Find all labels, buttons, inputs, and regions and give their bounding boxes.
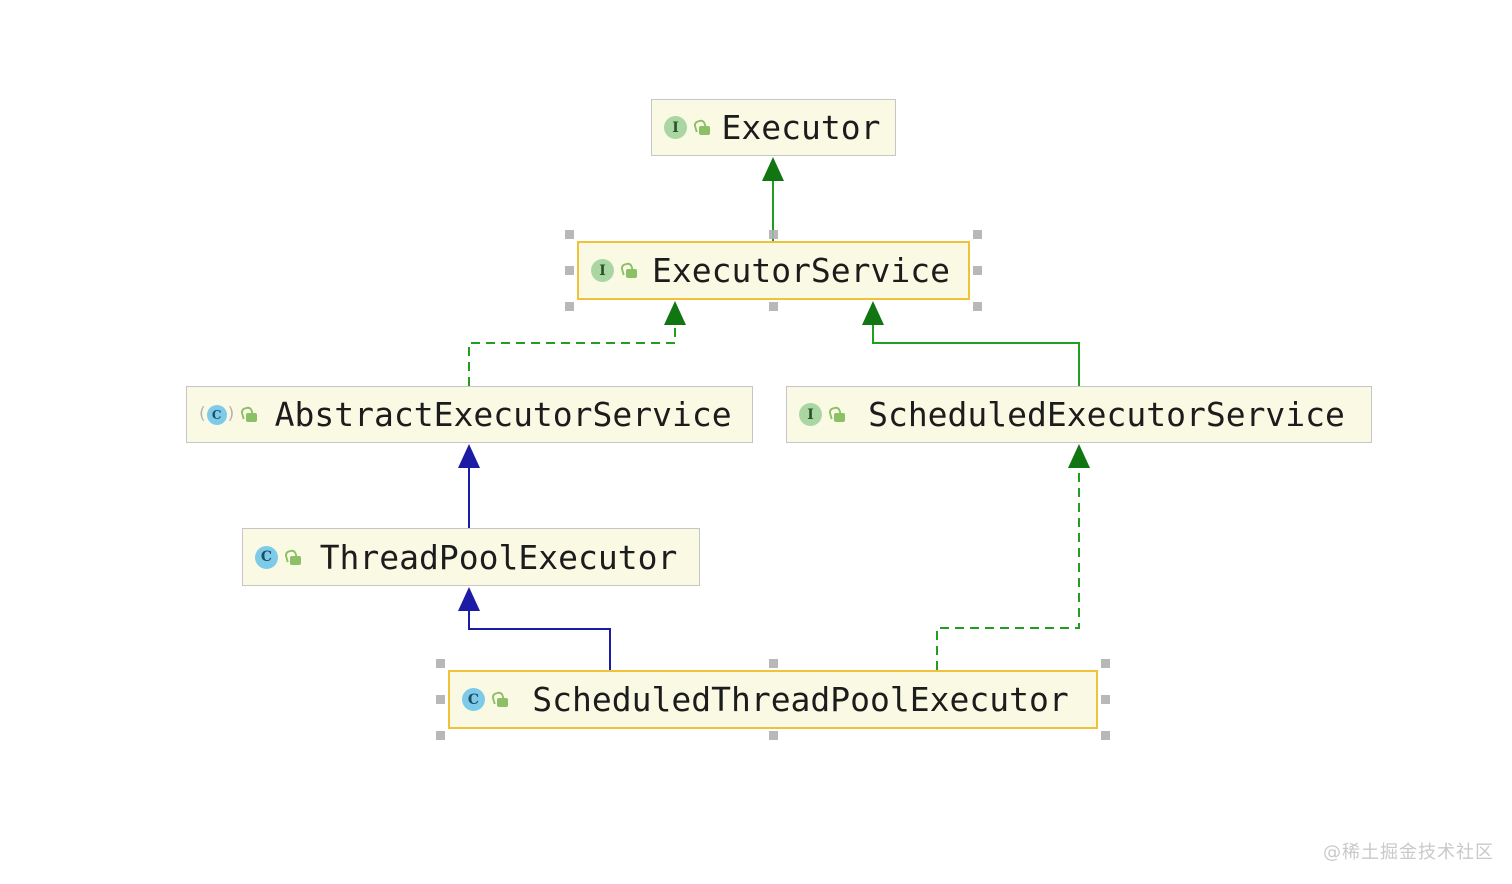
interface-icon: I xyxy=(799,403,822,426)
selection-handle[interactable] xyxy=(436,731,445,740)
selection-handle[interactable] xyxy=(768,659,778,668)
selection-handle[interactable] xyxy=(565,302,574,311)
selection-handle[interactable] xyxy=(1101,695,1110,704)
public-lock-icon xyxy=(492,692,508,707)
edge-executorservice-extends-executor[interactable] xyxy=(762,157,784,241)
selection-handle[interactable] xyxy=(973,302,982,311)
node-scheduled-thread-pool-executor[interactable]: C ScheduledThreadPoolExecutor xyxy=(436,659,1110,740)
selection-handle[interactable] xyxy=(436,659,445,668)
selection-handle[interactable] xyxy=(769,230,778,239)
interface-icon: I xyxy=(664,116,687,139)
selection-handle[interactable] xyxy=(973,266,982,275)
selection-handle[interactable] xyxy=(1101,731,1110,740)
selection-handle[interactable] xyxy=(769,302,778,311)
selection-handle[interactable] xyxy=(436,695,445,704)
class-icon: C xyxy=(462,688,485,711)
node-label: ScheduledThreadPoolExecutor xyxy=(532,683,1069,716)
public-lock-icon xyxy=(621,263,637,278)
node-label: Executor xyxy=(721,111,881,144)
selection-handle[interactable] xyxy=(565,230,574,239)
selection-handle[interactable] xyxy=(973,230,982,239)
node-scheduled-executor-service[interactable]: I ScheduledExecutorService xyxy=(786,386,1372,443)
node-executor-service[interactable]: I ExecutorService xyxy=(565,230,982,311)
public-lock-icon xyxy=(694,120,710,135)
node-label: ExecutorService xyxy=(651,254,950,287)
edge-scheduledthreadpoolexecutor-implements-scheduledexecutorservice[interactable] xyxy=(935,444,1090,670)
node-executor[interactable]: I Executor xyxy=(651,99,896,156)
node-label: ThreadPoolExecutor xyxy=(319,540,678,574)
watermark: @稀土掘金技术社区 xyxy=(1323,842,1494,863)
selection-handle[interactable] xyxy=(565,266,574,275)
abstract-class-icon: C xyxy=(199,404,234,425)
public-lock-icon xyxy=(241,407,258,422)
edge-threadpoolexecutor-extends-abstractexecutorservice[interactable] xyxy=(458,444,480,528)
edge-scheduledexecutorservice-extends-executorservice[interactable] xyxy=(862,301,1081,386)
node-label: AbstractExecutorService xyxy=(274,398,732,431)
interface-icon: I xyxy=(591,259,614,282)
edge-abstractexecutorservice-implements-executorservice[interactable] xyxy=(467,301,686,386)
node-abstract-executor-service[interactable]: C AbstractExecutorService xyxy=(186,386,753,443)
public-lock-icon xyxy=(829,407,845,422)
node-thread-pool-executor[interactable]: C ThreadPoolExecutor xyxy=(242,528,700,586)
selection-handle[interactable] xyxy=(768,731,778,740)
class-icon: C xyxy=(255,545,278,569)
public-lock-icon xyxy=(285,550,301,565)
selection-handle[interactable] xyxy=(1101,659,1110,668)
edge-scheduledthreadpoolexecutor-extends-threadpoolexecutor[interactable] xyxy=(458,587,612,670)
node-label: ScheduledExecutorService xyxy=(868,398,1345,431)
